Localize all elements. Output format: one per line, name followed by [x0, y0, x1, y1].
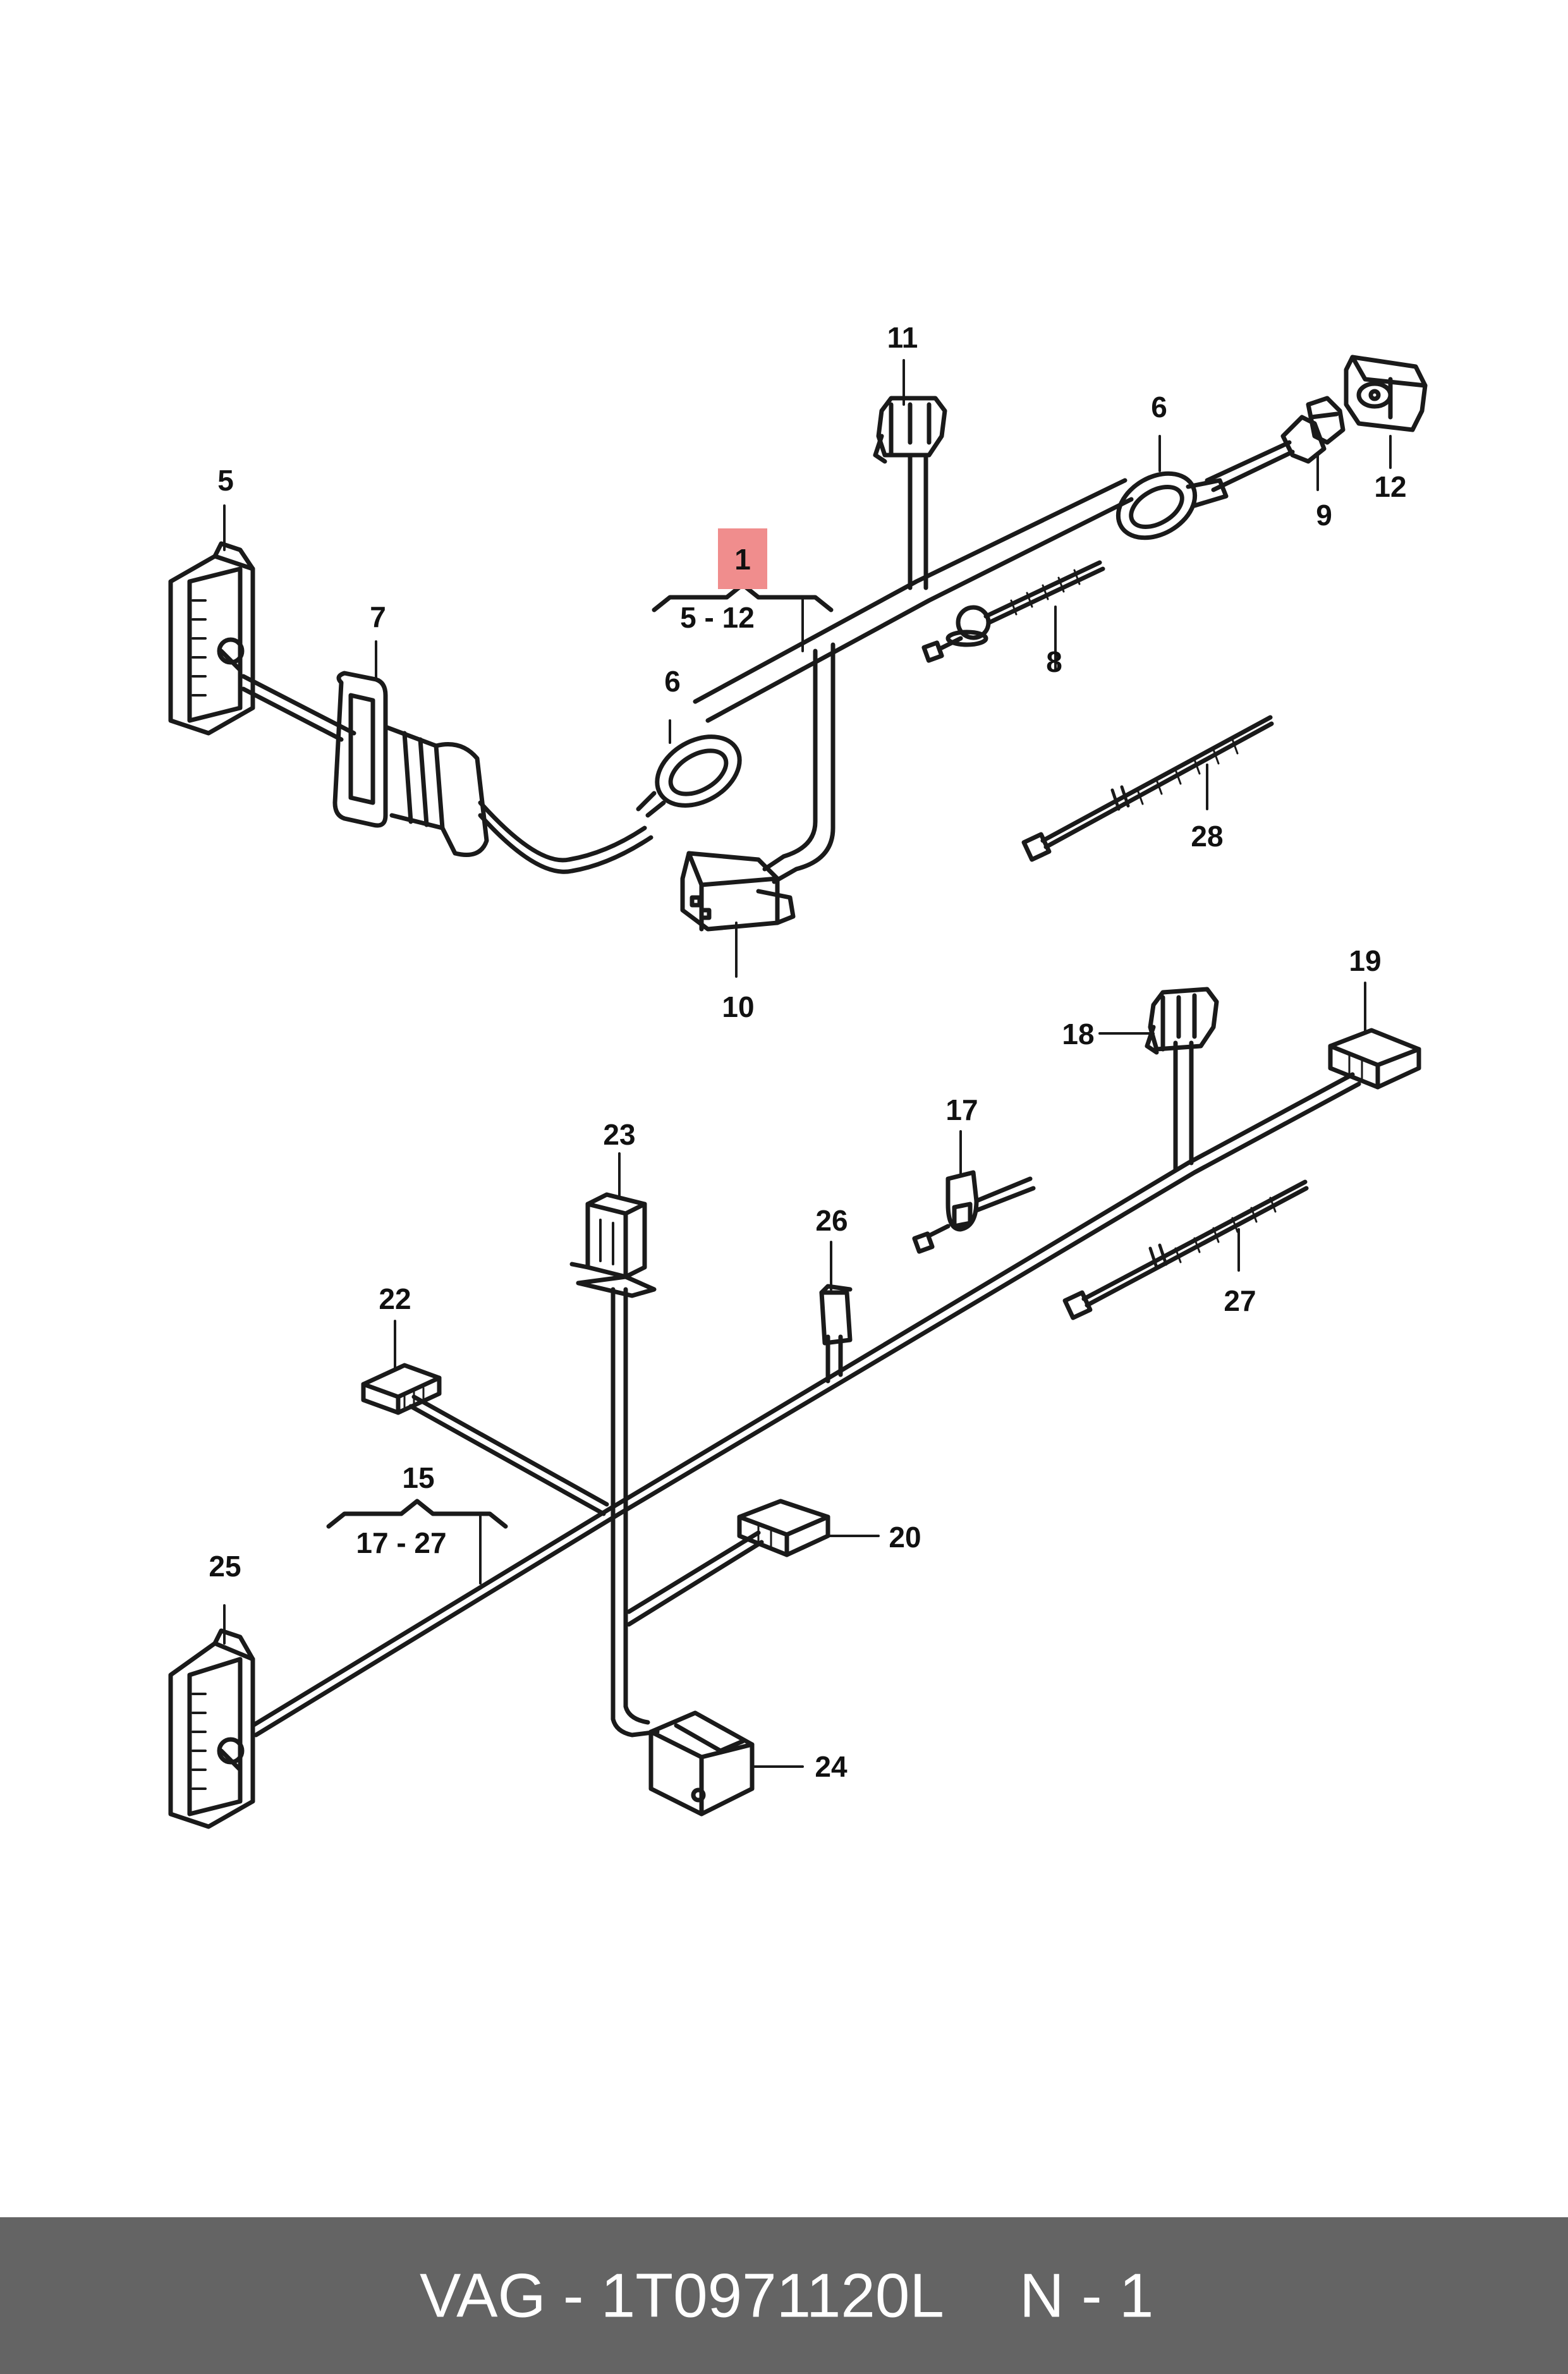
grommet-6-left [636, 734, 742, 818]
clip-17 [912, 1170, 1036, 1254]
callout-20[interactable]: 20 [889, 1521, 921, 1554]
callout-7[interactable]: 7 [370, 600, 386, 633]
callout-9[interactable]: 9 [1316, 499, 1332, 532]
callout-6-right[interactable]: 6 [1151, 391, 1167, 423]
harness-1-cable-9 [1205, 440, 1295, 492]
harness-1 [241, 440, 1295, 884]
grommet-6-right [1115, 471, 1229, 540]
callout-18[interactable]: 18 [1062, 1018, 1095, 1050]
callout-27[interactable]: 27 [1224, 1284, 1256, 1317]
harness-1-branch-11 [908, 453, 928, 590]
callout-19[interactable]: 19 [1349, 944, 1382, 977]
connector-10 [680, 851, 796, 932]
callout-28[interactable]: 28 [1191, 820, 1224, 853]
callout-17[interactable]: 17 [945, 1093, 978, 1126]
callout-15-range: 17 - 27 [356, 1526, 447, 1559]
callout-23[interactable]: 23 [603, 1118, 636, 1151]
connector-25 [168, 1628, 255, 1829]
callout-15[interactable]: 15 [402, 1461, 435, 1494]
callout-1-highlight [718, 528, 767, 589]
harness-1-branch-5 [241, 674, 356, 742]
connector-9 [1280, 396, 1346, 464]
callout-11[interactable]: 11 [887, 321, 918, 354]
footer-bar: VAG - 1T0971120L N - 1 [0, 2217, 1568, 2374]
harness-1-branch-10 [762, 648, 818, 872]
harness-15-branch-23 [611, 1287, 660, 1738]
quantity: N - 1 [1019, 2260, 1154, 2330]
connector-26 [819, 1284, 853, 1346]
connector-22 [361, 1363, 442, 1415]
cable-tie-8 [921, 560, 1105, 663]
harness-15-branch-22 [408, 1394, 609, 1516]
callout-22[interactable]: 22 [379, 1282, 411, 1315]
connector-18 [1145, 987, 1219, 1055]
harness-15 [250, 1040, 1361, 1738]
harness-1-trunk [693, 478, 1127, 704]
grommet-7 [332, 671, 489, 857]
connector-12 [1344, 355, 1428, 432]
callout-24[interactable]: 24 [815, 1750, 848, 1783]
harness-15-branch-18 [1173, 1040, 1194, 1172]
connector-11 [873, 396, 947, 464]
bracket-15 [326, 1499, 508, 1529]
harness-15-branch-20 [626, 1530, 764, 1627]
callout-5[interactable]: 5 [217, 464, 234, 497]
callout-25[interactable]: 25 [209, 1550, 241, 1583]
connector-5 [168, 541, 255, 736]
callout-6-left[interactable]: 6 [664, 665, 681, 698]
wiring-harness-diagram [168, 355, 1428, 1829]
callout-8[interactable]: 8 [1046, 645, 1062, 678]
callout-26[interactable]: 26 [815, 1204, 848, 1237]
cable-tie-27 [1062, 1179, 1309, 1320]
connector-24 [648, 1710, 755, 1817]
connector-23 [569, 1192, 657, 1298]
part-number: VAG - 1T0971120L [420, 2260, 944, 2330]
callout-12[interactable]: 12 [1374, 470, 1407, 503]
connector-19 [1328, 1028, 1421, 1090]
callout-1-range: 5 - 12 [680, 601, 755, 634]
cable-tie-28 [1021, 715, 1274, 862]
harness-15-main [250, 1072, 1355, 1728]
callout-1[interactable]: 1 [734, 543, 751, 576]
callout-10[interactable]: 10 [722, 990, 755, 1023]
